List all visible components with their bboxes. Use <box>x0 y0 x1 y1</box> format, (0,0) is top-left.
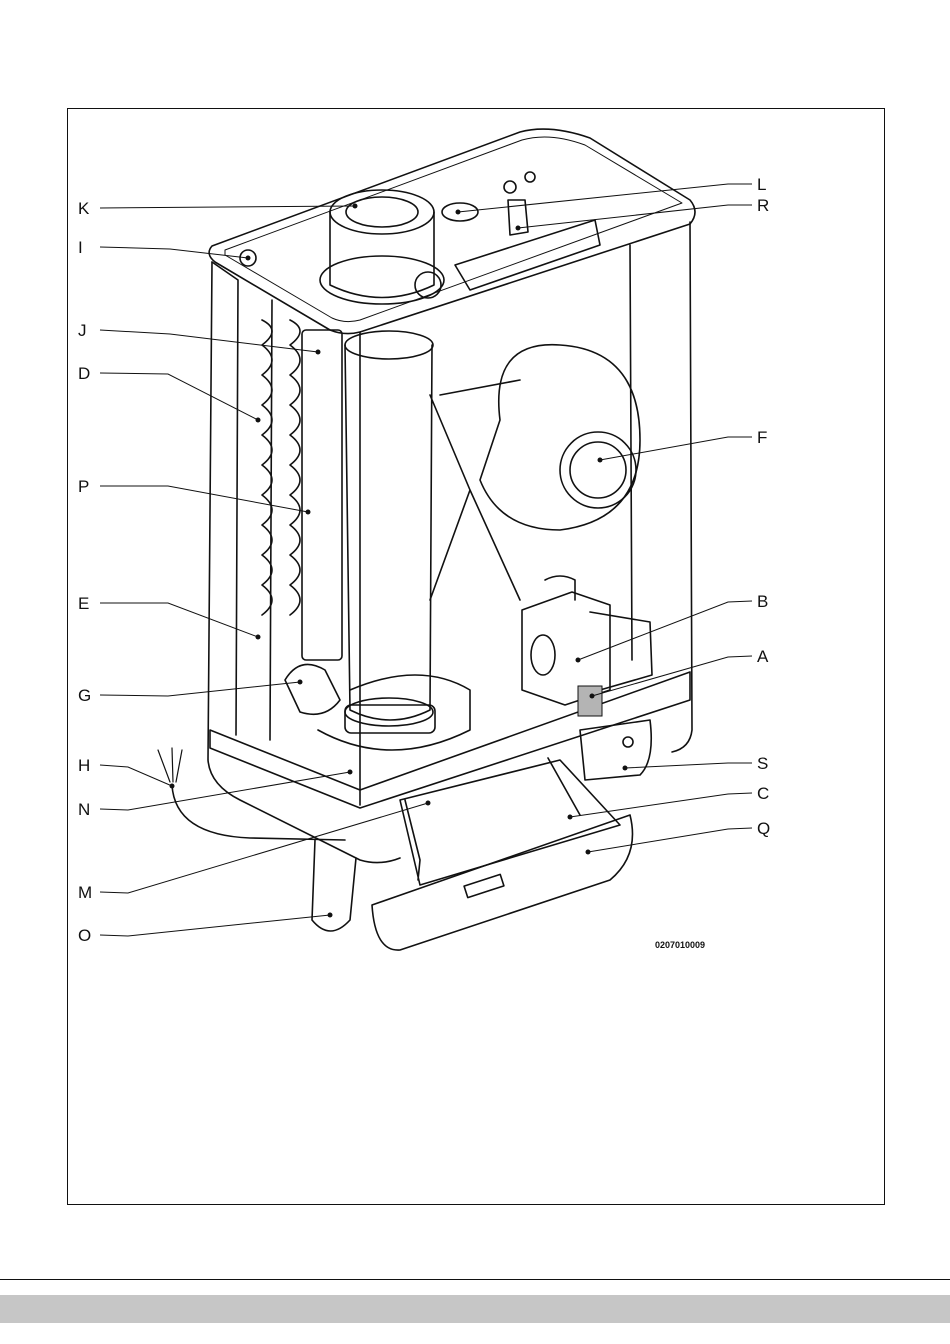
leader-dot-j <box>316 350 321 355</box>
callout-label-j: J <box>78 321 87 340</box>
leader-dot-b <box>576 658 581 663</box>
pipe-connector <box>285 664 340 714</box>
leader-line-r <box>518 205 752 228</box>
control-panel <box>400 760 620 885</box>
leader-dot-l <box>456 210 461 215</box>
leader-line-m <box>100 803 428 893</box>
leader-dot-m <box>426 801 431 806</box>
condensate-trap <box>312 840 356 931</box>
leader-line-i <box>100 247 248 258</box>
leader-line-s <box>625 763 752 768</box>
leader-dot-g <box>298 680 303 685</box>
leader-line-d <box>100 373 258 420</box>
leader-dot-p <box>306 510 311 515</box>
callout-label-h: H <box>78 756 90 775</box>
leader-dot-h <box>170 784 175 789</box>
leader-dot-n <box>348 770 353 775</box>
footer-rule <box>0 1279 950 1280</box>
fan-motor <box>560 432 636 508</box>
leader-dot-i <box>246 256 251 261</box>
leader-line-b <box>578 601 752 660</box>
callout-label-k: K <box>78 199 90 218</box>
callout-label-p: P <box>78 477 89 496</box>
leader-line-h <box>100 765 172 786</box>
leader-dot-q <box>586 850 591 855</box>
side-bracket <box>580 720 651 780</box>
highlighted-component <box>578 686 602 716</box>
leader-dot-o <box>328 913 333 918</box>
leader-line-q <box>588 828 752 852</box>
callout-label-c: C <box>757 784 769 803</box>
callout-label-n: N <box>78 800 90 819</box>
callout-label-a: A <box>757 647 769 666</box>
leader-line-j <box>100 330 318 352</box>
leader-dot-s <box>623 766 628 771</box>
callout-label-g: G <box>78 686 91 705</box>
footer-band <box>0 1295 950 1323</box>
leader-dot-r <box>516 226 521 231</box>
leader-dot-c <box>568 815 573 820</box>
leader-line-o <box>100 915 330 936</box>
callout-label-i: I <box>78 238 83 257</box>
callout-label-o: O <box>78 926 91 945</box>
leader-line-c <box>570 793 752 817</box>
boiler-top-panel <box>209 129 695 334</box>
callout-label-l: L <box>757 175 766 194</box>
callout-label-f: F <box>757 428 767 447</box>
callout-label-e: E <box>78 594 89 613</box>
callout-label-r: R <box>757 196 769 215</box>
leader-line-e <box>100 603 258 637</box>
callout-label-b: B <box>757 592 768 611</box>
callout-label-s: S <box>757 754 768 773</box>
power-cable <box>172 785 345 840</box>
combustion-tube <box>345 345 432 720</box>
leader-dot-f <box>598 458 603 463</box>
leader-line-l <box>458 184 752 212</box>
leader-dot-d <box>256 418 261 423</box>
leader-line-p <box>100 486 308 512</box>
callout-label-q: Q <box>757 819 770 838</box>
leader-dot-k <box>353 204 358 209</box>
leader-dot-a <box>590 694 595 699</box>
figure-code: 0207010009 <box>655 940 705 950</box>
leader-dot-e <box>256 635 261 640</box>
leader-line-a <box>592 656 752 696</box>
callout-label-m: M <box>78 883 92 902</box>
callout-label-d: D <box>78 364 90 383</box>
